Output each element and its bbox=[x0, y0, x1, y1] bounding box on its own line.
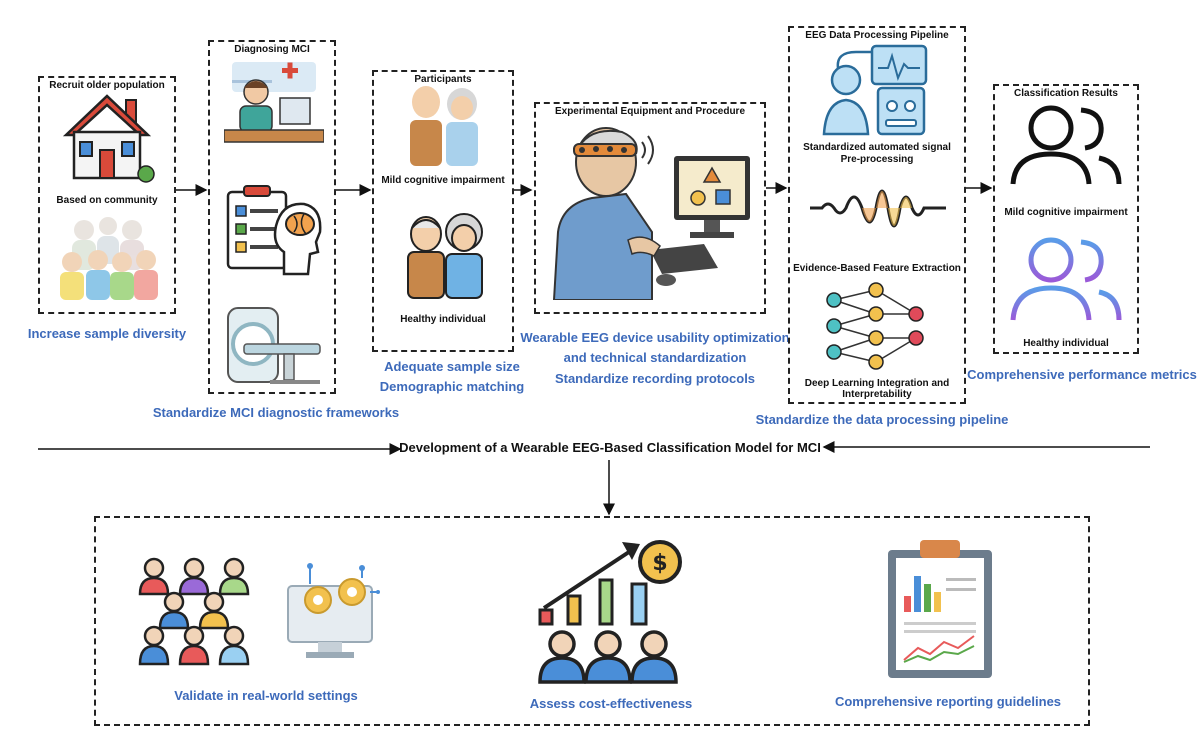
cost-label: Assess cost-effectiveness bbox=[529, 696, 693, 711]
elderly-couple-healthy-icon bbox=[407, 213, 483, 299]
recruit-goal: Increase sample diversity bbox=[27, 326, 187, 341]
pipeline-step2: Evidence-Based Feature Extraction bbox=[793, 263, 961, 274]
pipeline-box: EEG Data Processing Pipeline Standardize… bbox=[788, 26, 966, 404]
results-goal: Comprehensive performance metrics bbox=[967, 367, 1197, 382]
outcomes-box: Validate in real-world settings $ Assess… bbox=[94, 516, 1090, 726]
checklist-brain-icon bbox=[226, 185, 322, 276]
recruit-sublabel: Based on community bbox=[56, 195, 158, 206]
eeg-user-computer-icon bbox=[552, 127, 750, 300]
pipeline-step3-line1: Deep Learning Integration and bbox=[804, 378, 950, 389]
results-mci-label: Mild cognitive impairment bbox=[1004, 207, 1128, 218]
participants-title: Participants bbox=[411, 74, 475, 85]
equipment-goal-2: and technical standardization bbox=[563, 350, 747, 365]
participants-mci-label: Mild cognitive impairment bbox=[381, 175, 505, 186]
diagnosing-title: Diagnosing MCI bbox=[231, 44, 313, 55]
participants-goal-1: Adequate sample size bbox=[384, 359, 520, 374]
pipeline-step3-line2: Interpretability bbox=[842, 389, 912, 400]
participants-box: Participants Mild cognitive impairment H… bbox=[372, 70, 514, 352]
diagnosing-goal: Standardize MCI diagnostic frameworks bbox=[152, 405, 400, 420]
results-title: Classification Results bbox=[1011, 88, 1121, 99]
equipment-goal-3: Standardize recording protocols bbox=[554, 371, 756, 386]
recruit-title: Recruit older population bbox=[46, 80, 168, 91]
neural-network-icon bbox=[826, 282, 924, 370]
doctor-icon bbox=[224, 62, 324, 143]
signal-wave-icon bbox=[810, 189, 946, 228]
validate-label: Validate in real-world settings bbox=[174, 688, 358, 703]
cost-chart-icon: $ bbox=[538, 540, 682, 684]
pipeline-title: EEG Data Processing Pipeline bbox=[802, 30, 952, 41]
equipment-title: Experimental Equipment and Procedure bbox=[551, 106, 749, 117]
equipment-goal-1: Wearable EEG device usability optimizati… bbox=[520, 330, 790, 345]
pipeline-goal: Standardize the data processing pipeline bbox=[755, 412, 1009, 427]
diagnosing-box: Diagnosing MCI bbox=[208, 40, 336, 394]
pipeline-step1-line2: Pre-processing bbox=[840, 154, 914, 165]
elderly-couple-mci-icon bbox=[410, 86, 478, 166]
main-title: Development of a Wearable EEG-Based Clas… bbox=[399, 440, 821, 455]
pipeline-step1-line1: Standardized automated signal bbox=[803, 142, 951, 153]
user-group-healthy-icon bbox=[1010, 237, 1122, 321]
participants-healthy-label: Healthy individual bbox=[400, 314, 486, 325]
recruit-box: Recruit older population Based on commun… bbox=[38, 76, 176, 314]
svg-text:$: $ bbox=[652, 551, 667, 576]
eeg-monitor-icon bbox=[822, 44, 928, 136]
mri-scanner-icon bbox=[227, 307, 321, 384]
people-network-icon bbox=[138, 557, 250, 666]
equipment-box: Experimental Equipment and Procedure bbox=[534, 102, 766, 314]
user-group-mci-icon bbox=[1010, 105, 1122, 185]
gear-monitor-icon bbox=[287, 563, 380, 658]
participants-goal-2: Demographic matching bbox=[379, 379, 525, 394]
results-box: Classification Results Mild cognitive im… bbox=[993, 84, 1139, 354]
house-icon bbox=[62, 94, 155, 183]
report-clipboard-icon bbox=[888, 540, 992, 678]
reporting-label: Comprehensive reporting guidelines bbox=[834, 694, 1062, 709]
results-healthy-label: Healthy individual bbox=[1023, 338, 1109, 349]
elderly-group-icon bbox=[60, 217, 158, 300]
